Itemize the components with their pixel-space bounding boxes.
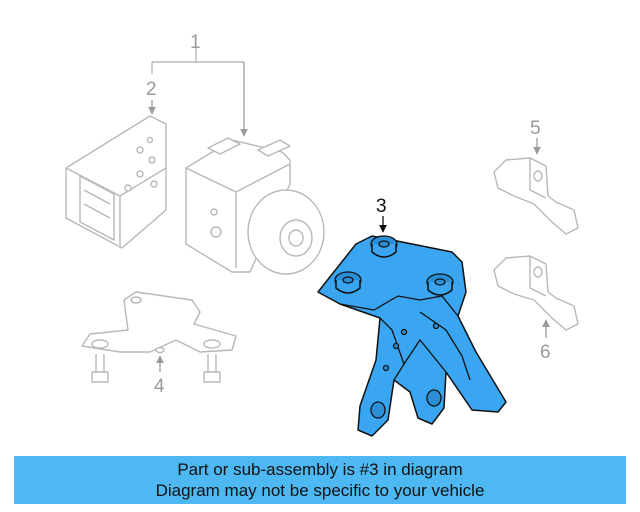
sensor-part-5 [493, 157, 579, 235]
parts-diagram: 1 2 3 [65, 32, 579, 437]
info-banner: Part or sub-assembly is #3 in diagram Di… [14, 456, 626, 504]
mount-bracket-part-4 [81, 291, 237, 383]
control-module [65, 115, 167, 249]
bracket-part-3 [317, 235, 507, 437]
callout-4: 4 [154, 376, 165, 397]
callout-5: 5 [530, 118, 541, 139]
sensor-part-6 [493, 255, 579, 331]
abs-hydraulic-unit [185, 137, 325, 275]
callout-3: 3 [376, 196, 387, 217]
banner-line-1: Part or sub-assembly is #3 in diagram [177, 460, 463, 479]
callout-1-leader [151, 48, 248, 137]
callout-6: 6 [540, 342, 551, 363]
banner-line-2: Diagram may not be specific to your vehi… [155, 481, 485, 500]
callout-2: 2 [146, 79, 157, 100]
callout-1: 1 [190, 32, 201, 53]
